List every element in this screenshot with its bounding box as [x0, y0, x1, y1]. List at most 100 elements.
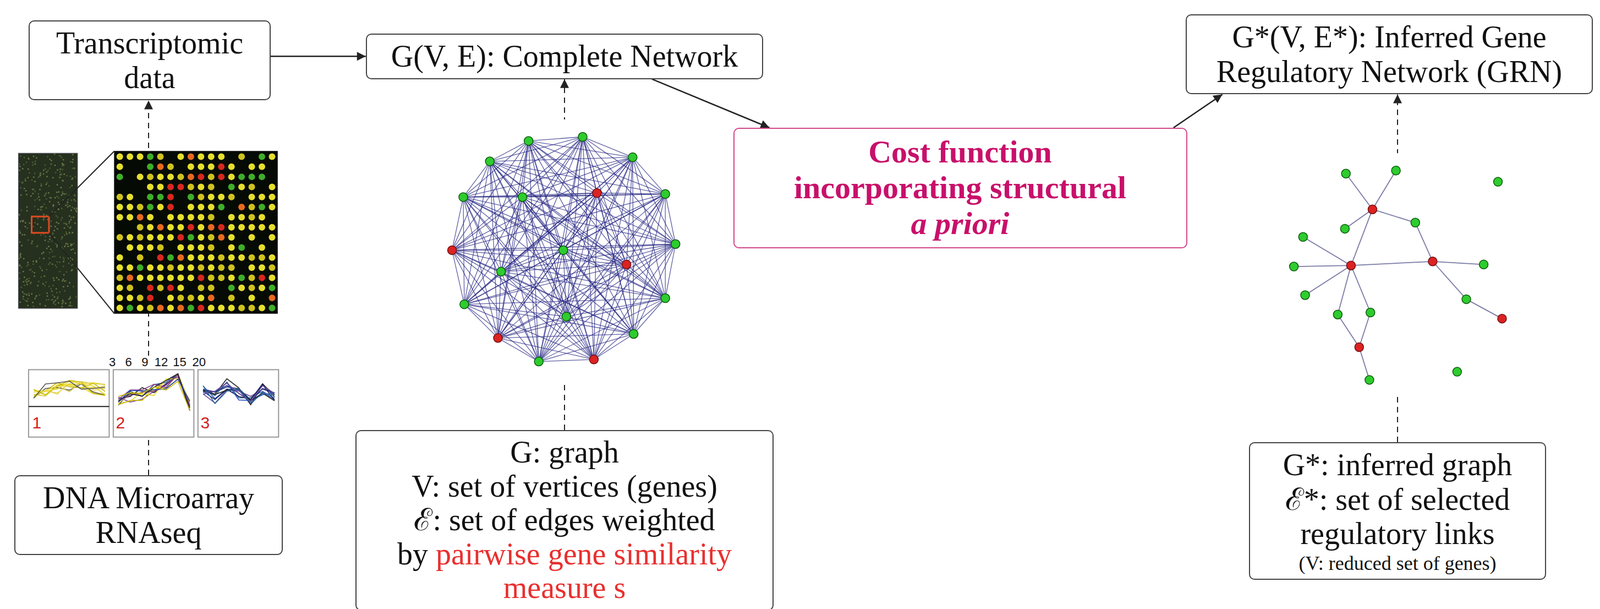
complete-graph-part — [559, 245, 568, 255]
node-text: pairwise gene similarity measure s — [435, 536, 732, 605]
microarray-zoom-part — [114, 150, 278, 314]
complete-graph-part — [626, 264, 666, 298]
complete-graph-part — [538, 359, 594, 362]
microarray-image-part — [43, 203, 46, 205]
microarray-image-part — [53, 296, 56, 298]
expression-profiles-part — [198, 369, 279, 437]
microarray-zoom-part — [126, 193, 134, 201]
microarray-zoom-part — [137, 233, 144, 241]
complete-graph-part — [447, 245, 457, 255]
microarray-image-part — [18, 169, 21, 172]
complete-graph-part — [463, 196, 539, 362]
microarray-image-part — [53, 255, 56, 257]
inferred-network-part — [1372, 209, 1416, 223]
microarray-zoom-part — [146, 193, 154, 201]
microarray-zoom-part — [238, 304, 245, 311]
microarray-image-part — [35, 260, 38, 262]
microarray-zoom-part — [146, 152, 154, 160]
microarray-image-part — [69, 297, 71, 299]
microarray-image-part — [54, 225, 57, 228]
microarray-zoom-part — [268, 254, 276, 261]
microarray-image-part — [18, 277, 21, 280]
expression-profiles-part — [118, 379, 190, 403]
microarray-image-part — [62, 265, 65, 268]
microarray-image-part — [53, 236, 56, 239]
complete-graph-part — [464, 140, 529, 305]
microarray-image-part — [20, 209, 23, 212]
microarray-image-part — [55, 299, 57, 302]
microarray-zoom-part — [126, 264, 134, 271]
microarray-image-part — [62, 199, 65, 201]
microarray-image-part — [28, 277, 30, 279]
microarray-zoom-part — [146, 203, 154, 211]
microarray-image-part — [71, 231, 74, 234]
microarray-zoom-part — [167, 183, 174, 190]
complete-graph-part — [633, 298, 666, 334]
microarray-image-part — [59, 256, 62, 259]
complete-graph-part — [501, 196, 523, 272]
microarray-image-part — [44, 164, 47, 167]
microarray-image-part — [55, 171, 57, 174]
complete-graph-part — [489, 157, 633, 162]
microarray-image-part — [75, 207, 78, 210]
microarray-image-part — [46, 268, 48, 271]
complete-graph-part — [578, 132, 588, 142]
complete-graph-part — [493, 333, 503, 343]
microarray-zoom-part — [258, 173, 266, 180]
microarray-image-part — [72, 231, 74, 234]
inferred-network-part — [1415, 222, 1433, 261]
microarray-image-part — [71, 258, 74, 261]
microarray-image-part — [18, 257, 21, 260]
inferred-network-part — [1366, 308, 1375, 317]
microarray-zoom-part — [126, 203, 134, 211]
microarray-zoom-part — [238, 152, 245, 160]
microarray-image-part — [46, 182, 48, 184]
microarray-image-part — [74, 252, 76, 255]
microarray-image-part — [20, 187, 23, 189]
microarray-zoom-part — [238, 183, 245, 190]
microarray-zoom-part — [258, 264, 266, 271]
microarray-image-part — [39, 294, 41, 297]
microarray-image-part — [65, 242, 68, 245]
microarray-image-part — [59, 291, 62, 293]
microarray-image-part — [44, 167, 47, 170]
microarray-image-part — [55, 215, 58, 217]
microarray-zoom-part — [248, 183, 256, 190]
microarray-image-part — [39, 172, 42, 175]
microarray-zoom-part — [238, 284, 245, 292]
microarray-image-part — [55, 266, 58, 268]
microarray-image-part — [57, 222, 60, 224]
complete-graph-part — [566, 316, 594, 360]
microarray-image-part — [62, 260, 65, 263]
microarray-image-part — [62, 159, 65, 161]
microarray-image-part — [52, 302, 55, 305]
microarray-image-part — [44, 275, 46, 277]
complete-graph-part — [489, 161, 627, 265]
microarray-image-part — [32, 225, 35, 228]
complete-graph-part — [497, 249, 564, 338]
microarray-image-part — [50, 287, 52, 290]
microarray-image-part — [74, 200, 77, 202]
microarray-image-part — [29, 269, 31, 271]
microarray-zoom-part — [197, 264, 205, 271]
microarray-image-part — [20, 266, 23, 269]
microarray-image-part — [57, 196, 60, 199]
complete-graph-part — [589, 354, 599, 364]
microarray-image-part — [52, 284, 54, 287]
microarray-zoom-part — [146, 274, 154, 281]
microarray-zoom-part — [157, 152, 164, 160]
microarray-image-part — [33, 155, 35, 158]
microarray-zoom-part — [116, 254, 124, 261]
microarray-image-part — [62, 278, 65, 281]
microarray-zoom-part — [207, 223, 215, 231]
microarray-zoom-part — [258, 243, 266, 251]
microarray-image-part — [19, 301, 22, 304]
microarray-image-part — [70, 305, 73, 308]
microarray-zoom-part — [248, 274, 256, 281]
microarray-image-part — [30, 242, 33, 245]
microarray-image-part — [62, 192, 65, 195]
microarray-image-part — [51, 290, 53, 293]
microarray-zoom-part — [187, 152, 195, 160]
microarray-image-part — [25, 293, 28, 296]
microarray-zoom-part — [116, 304, 124, 311]
